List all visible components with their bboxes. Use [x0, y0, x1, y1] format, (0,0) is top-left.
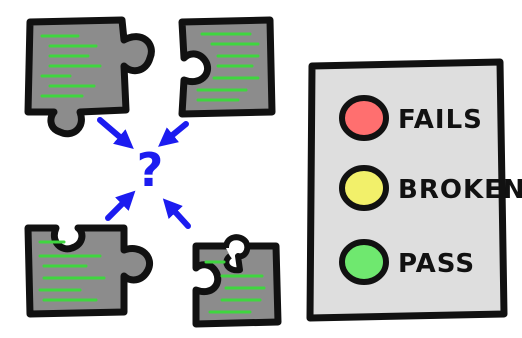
arrow-from-top-right: [164, 124, 186, 142]
puzzle-piece-top-right: [182, 20, 272, 114]
question-mark: ?: [137, 143, 164, 197]
code-lines: [42, 36, 100, 96]
puzzle-piece-bottom-left: [28, 228, 150, 314]
status-label-pass: PASS: [398, 249, 475, 279]
status-panel: FAILS BROKEN PASS: [310, 62, 522, 318]
status-label-fails: FAILS: [398, 105, 483, 135]
arrow-from-top-left: [100, 120, 128, 144]
arrow-from-bottom-right: [168, 204, 188, 226]
yellow-light-icon: [342, 168, 386, 208]
green-light-icon: [342, 242, 386, 282]
puzzle-piece-bottom-right: [196, 237, 278, 324]
puzzle-piece-top-left: [28, 20, 151, 134]
red-light-icon: [342, 98, 386, 138]
arrow-from-bottom-left: [108, 196, 130, 218]
status-label-broken: BROKEN: [398, 175, 522, 205]
